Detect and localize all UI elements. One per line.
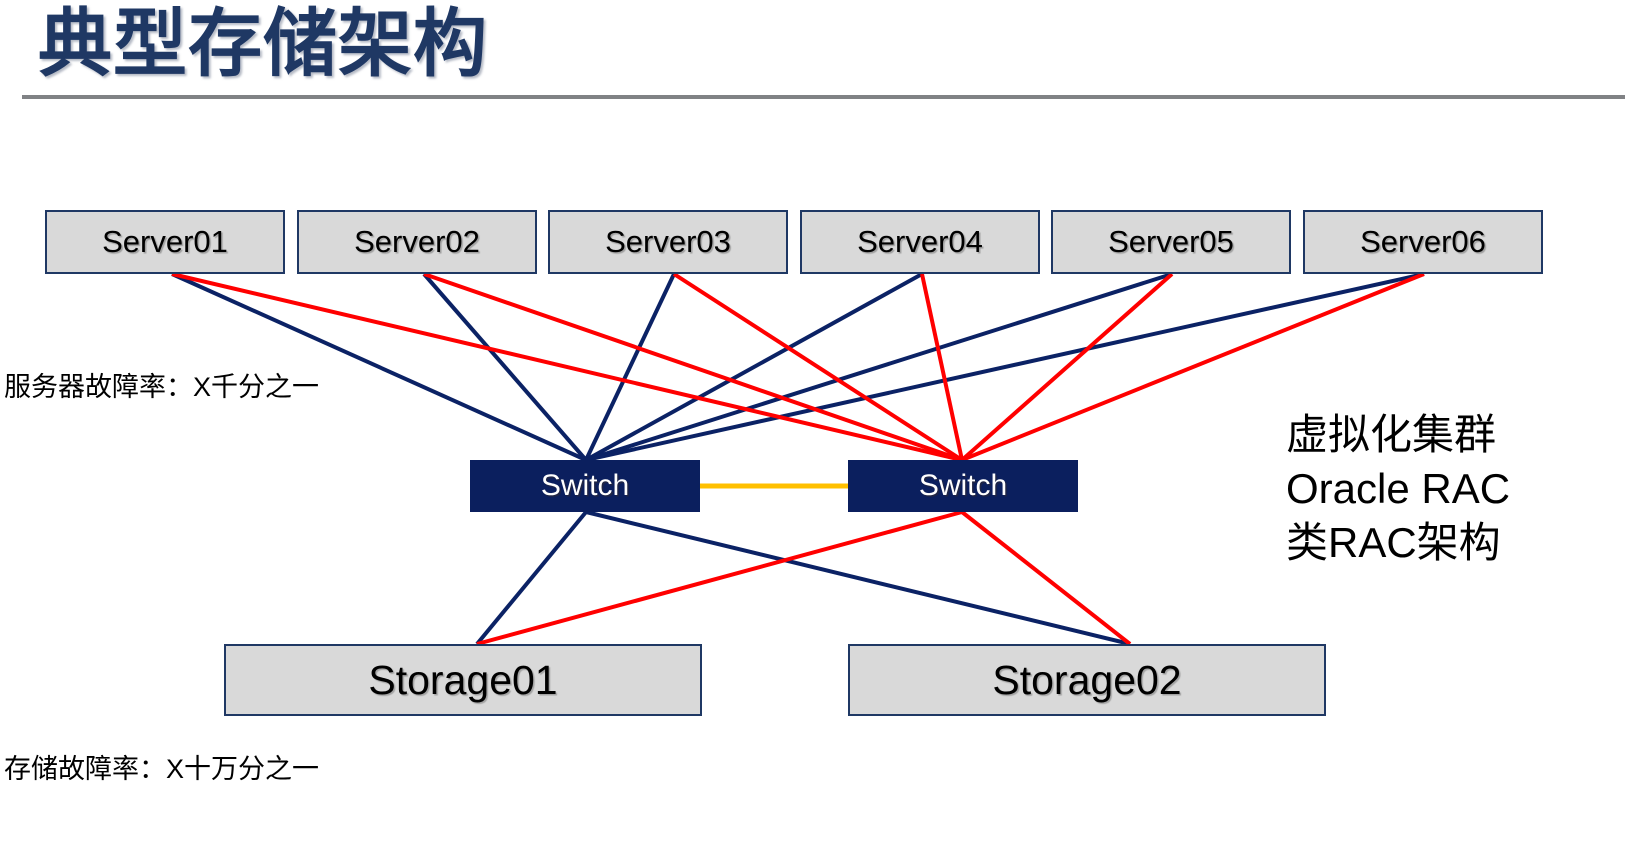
node-label: Server05 [1108,224,1234,259]
link-switch-right-to-storage01 [476,510,963,646]
storage-failure-rate-label: 存储故障率：X十万分之一 [4,754,320,784]
link-server03-to-switch-right [672,272,964,462]
link-server04-to-switch-right [920,273,964,461]
link-server04-to-switch-left [585,272,923,462]
title-divider [22,95,1625,99]
node-server06[interactable]: Server06 [1303,210,1543,274]
node-label: Server02 [354,224,480,259]
node-label: Server06 [1360,224,1486,259]
node-switch-right[interactable]: Switch [848,460,1078,512]
link-server01-to-switch-left [171,272,587,462]
link-server05-to-switch-left [585,272,1173,462]
link-switch-right-to-storage02 [960,510,1132,646]
link-server03-to-switch-left [584,273,676,461]
node-storage02[interactable]: Storage02 [848,644,1326,716]
page-title: 典型存储架构 [38,2,488,85]
cluster-note-line-1: 虚拟化集群 [1286,411,1497,458]
link-server05-to-switch-right [960,272,1174,462]
node-label: Storage01 [368,656,558,703]
server-failure-rate-label: 服务器故障率：X千分之一 [4,372,320,402]
node-storage01[interactable]: Storage01 [224,644,702,716]
link-server06-to-switch-left [585,272,1425,462]
node-label: Switch [918,469,1008,502]
link-server01-to-switch-right [171,272,963,462]
node-label: Storage02 [992,656,1182,703]
link-server06-to-switch-right [961,272,1425,462]
link-switch-left-to-storage01 [475,510,588,646]
link-server02-to-switch-left [422,272,588,462]
node-label: Switch [540,469,630,502]
node-switch-left[interactable]: Switch [470,460,700,512]
server-switch-links [171,272,1425,462]
node-server03[interactable]: Server03 [548,210,788,274]
cluster-note-line-2: Oracle RAC [1286,465,1511,512]
node-label: Server04 [857,224,983,259]
node-label: Server01 [102,224,228,259]
node-server01[interactable]: Server01 [45,210,285,274]
node-label: Server03 [605,224,731,259]
link-switch-left-to-storage02 [585,510,1131,646]
node-server05[interactable]: Server05 [1051,210,1291,274]
cluster-note: 虚拟化集群 Oracle RAC 类RAC架构 [1286,408,1510,570]
switch-storage-links [475,510,1132,646]
link-server02-to-switch-right [423,272,963,462]
cluster-note-line-3: 类RAC架构 [1286,519,1501,566]
node-server02[interactable]: Server02 [297,210,537,274]
node-server04[interactable]: Server04 [800,210,1040,274]
